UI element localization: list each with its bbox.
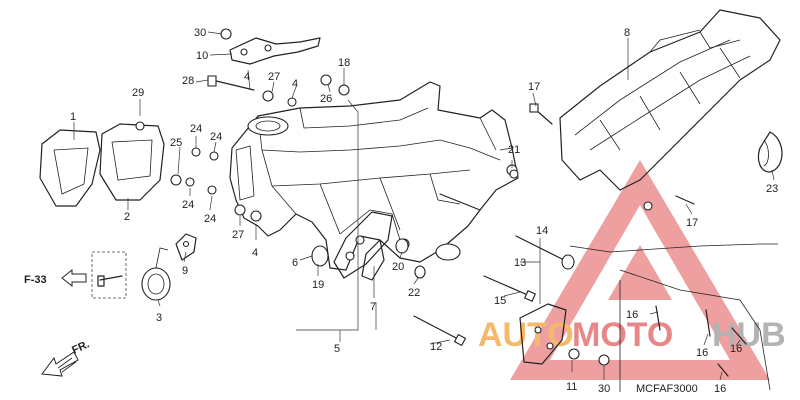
front-arrow-icon [41,351,79,377]
callout-5: 5 [334,343,340,355]
callout-17: 17 [528,81,540,93]
callout-16: 16 [730,343,742,355]
watermark-text-auto: AUTO [478,316,574,354]
callout-16: 16 [714,383,726,395]
fasteners [135,74,519,222]
horn-bolt-box [91,251,127,299]
callout-30: 30 [598,383,610,395]
callout-4: 4 [292,78,298,90]
callout-24: 24 [190,123,202,135]
callout-17: 17 [686,217,698,229]
callout-4: 4 [244,71,250,83]
callout-23: 23 [766,183,778,195]
leader-lines [73,31,775,381]
watermark-logo: AUTO MOTO HUB [478,160,786,380]
nut-part-30-top [220,28,232,40]
rubber-ring-part-23 [757,131,783,173]
right-side-bolts [529,103,747,377]
callout-29: 29 [132,87,144,99]
diagram-ref-code: MCFAF3000 [636,383,698,395]
collar-part-22 [414,265,426,279]
callout-2: 2 [124,211,130,223]
callout-13: 13 [514,257,526,269]
callout-9: 9 [182,265,188,277]
main-frame [229,81,519,278]
callout-6: 6 [292,257,298,269]
callout-24: 24 [182,199,194,211]
outer-cover-part-2 [99,123,165,201]
callout-10: 10 [196,50,208,62]
callout-3: 3 [156,312,162,324]
callout-25: 25 [170,137,182,149]
callout-28: 28 [182,75,194,87]
callout-11: 11 [566,381,577,393]
horn-part-3 [141,247,171,301]
callout-15: 15 [494,295,506,307]
watermark-triangle-icon [510,160,770,380]
callout-27: 27 [232,229,244,241]
horn-bolt [97,275,123,287]
callout-26: 26 [320,93,332,105]
callout-24: 24 [204,213,216,225]
callout-12: 12 [430,341,442,353]
callout-27: 27 [268,71,280,83]
callout-16: 16 [626,309,638,321]
front-direction-indicator: FR. [41,338,91,377]
fairing-outline [609,243,778,391]
watermark-inner-mark [608,245,672,300]
bracket-part-10 [229,37,321,65]
horn-bracket-part-9 [175,233,197,261]
callout-21: 21 [508,144,520,156]
callout-14: 14 [536,225,548,237]
callout-4: 4 [252,247,258,259]
callout-7: 7 [370,301,376,313]
front-direction-label: FR. [70,338,91,356]
callout-1: 1 [70,111,76,123]
collar-part-19 [311,245,329,267]
callout-22: 22 [408,287,420,299]
long-bolts [413,193,575,347]
callout-8: 8 [624,27,630,39]
callout-18: 18 [338,57,350,69]
callout-24: 24 [210,131,222,143]
section-ref-f33: F-33 [24,268,87,288]
callout-16: 16 [696,347,708,359]
watermark-text-moto: MOTO [572,316,673,354]
steering-head [247,116,289,136]
collar-part-20 [395,238,409,254]
callout-30: 30 [194,27,206,39]
watermark-text-hub: HUB [712,316,786,354]
bolt-part-28 [207,75,255,91]
rear-subframe [559,9,781,191]
section-ref-label: F-33 [24,274,47,286]
lower-bracket-part-11 [519,303,610,366]
callout-20: 20 [392,261,404,273]
callout-19: 19 [312,279,324,291]
inner-cover-part-1 [39,129,101,207]
left-arrow-icon [61,268,87,288]
callout-labels: 1 2 3 4 4 4 5 6 7 8 9 10 11 12 13 14 15 … [70,27,778,395]
